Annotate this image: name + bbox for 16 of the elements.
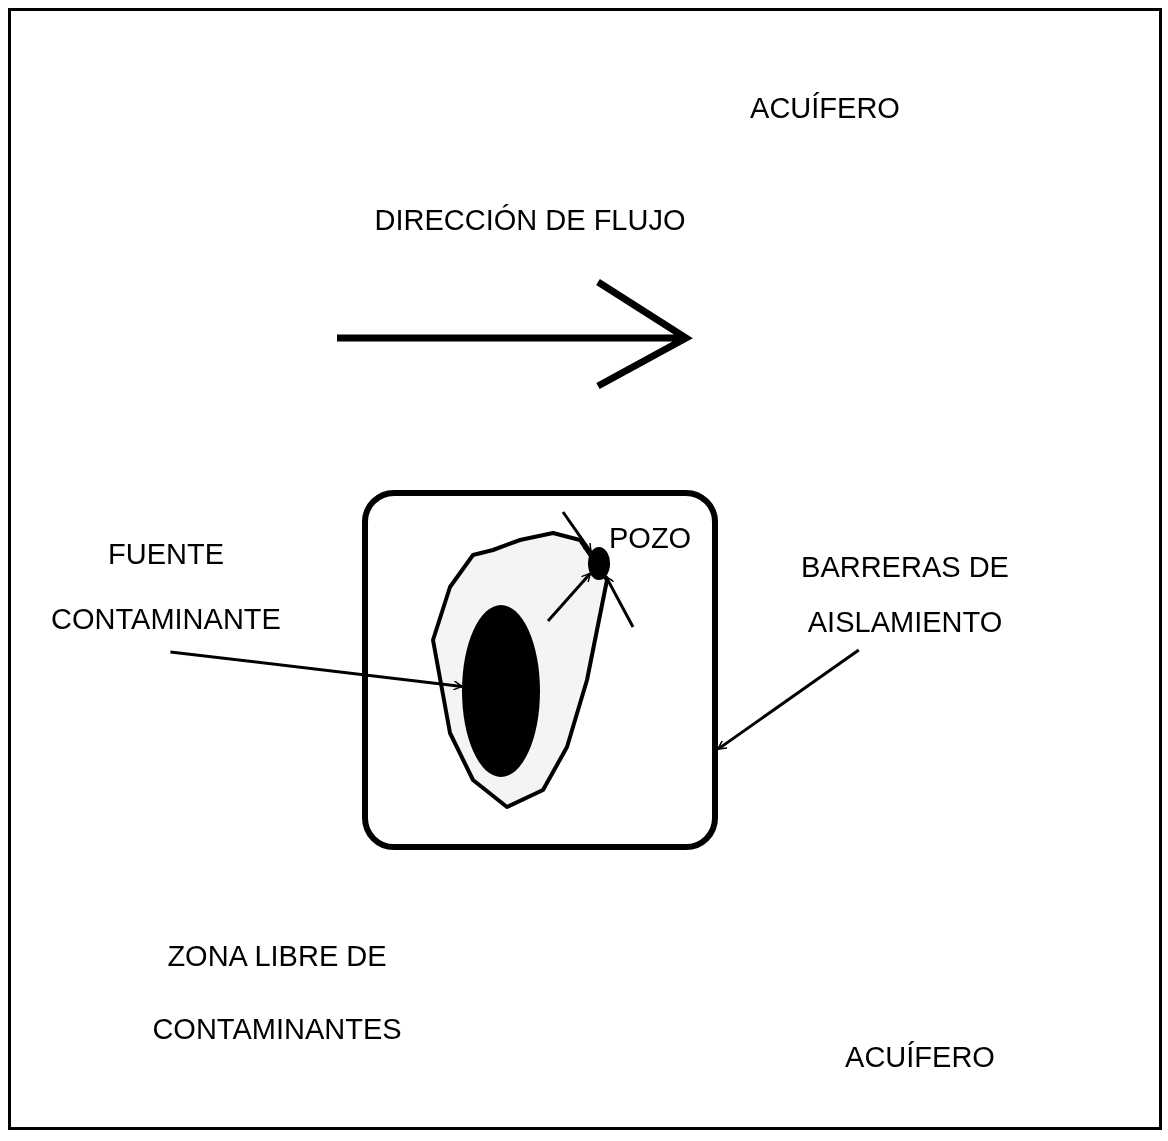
flow-direction-label: DIRECCIÓN DE FLUJO	[373, 203, 687, 238]
well-label: POZO	[609, 522, 692, 555]
leader-line	[717, 648, 860, 751]
area-label: ZONA LIBRE DE CONTAMINANTES	[151, 939, 403, 1047]
callout-text: FUENTE CONTAMINANTE	[10, 522, 322, 652]
callout-text: BARRERAS DE AISLAMIENTO	[760, 540, 1050, 650]
barrier-box	[362, 490, 718, 850]
well-dot	[588, 547, 610, 580]
arrow	[561, 511, 593, 553]
area-label: ACUÍFERO	[749, 91, 901, 126]
contaminant-plume	[433, 533, 607, 807]
arrow	[546, 572, 592, 622]
source-ellipse	[462, 605, 540, 777]
leader-line	[170, 650, 463, 691]
area-label: ACUÍFERO	[844, 1040, 996, 1075]
arrow	[604, 575, 635, 628]
